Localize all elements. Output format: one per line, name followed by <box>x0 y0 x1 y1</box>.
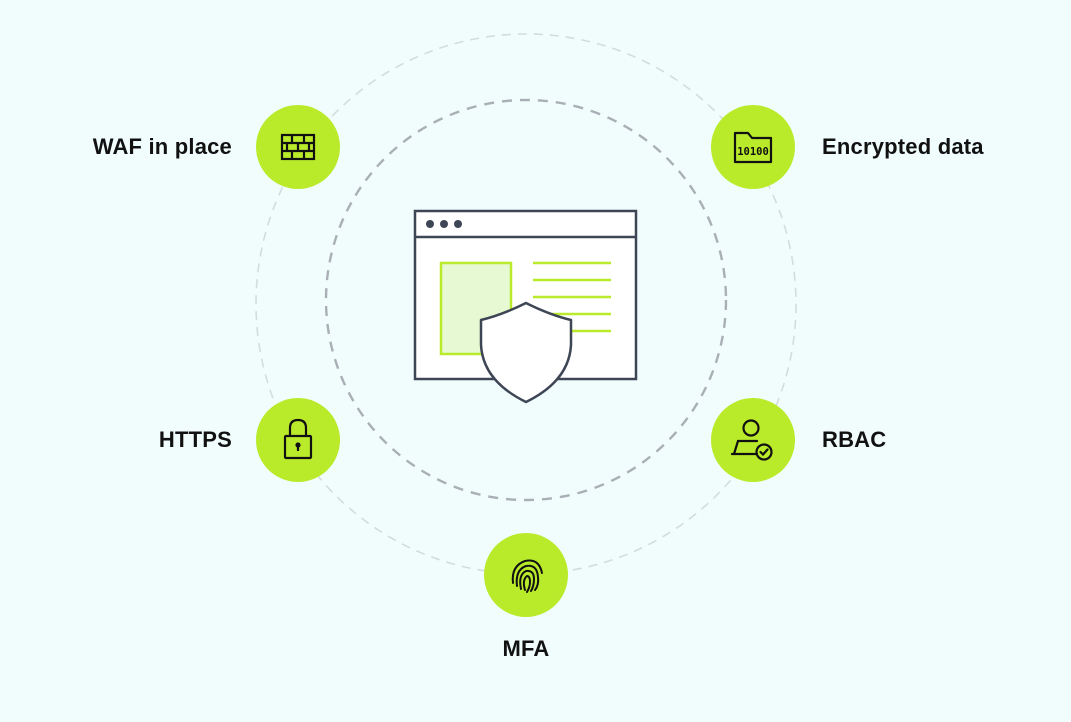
https-node <box>256 398 340 482</box>
inner-ring <box>324 98 728 502</box>
rbac-node <box>711 398 795 482</box>
https-label: HTTPS <box>158 427 232 452</box>
encrypted-data-label: Encrypted data <box>822 134 984 159</box>
encrypted-data-node: 10100 <box>711 105 795 189</box>
waf-node <box>256 105 340 189</box>
firewall-icon <box>280 133 316 161</box>
shield-icon <box>479 301 573 404</box>
fingerprint-icon <box>511 559 543 593</box>
encrypted-folder-icon: 10100 <box>733 131 773 164</box>
mfa-node <box>484 533 568 617</box>
user-check-icon <box>730 419 773 461</box>
waf-label: WAF in place <box>92 134 232 159</box>
rbac-label: RBAC <box>822 427 887 452</box>
padlock-icon <box>283 418 313 460</box>
mfa-label: MFA <box>502 636 550 661</box>
svg-text:10100: 10100 <box>737 146 769 158</box>
